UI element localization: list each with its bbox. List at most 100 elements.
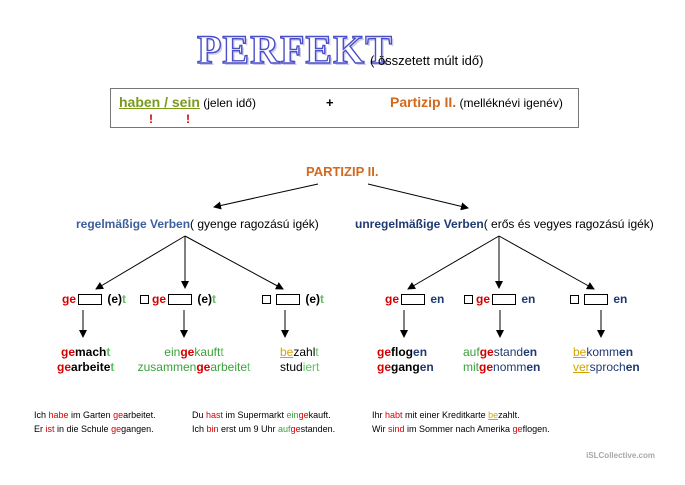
ex-stem: arbeite [210, 360, 248, 374]
irregular-verbs-heading: unregelmäßige Verben( erős és vegyes rag… [355, 217, 654, 231]
s-text: zahlt [498, 410, 518, 420]
pattern-prefix: ge [476, 292, 491, 306]
sentences-col-3: Ihr habt mit einer Kreditkarte bezahlt. … [372, 408, 550, 436]
s-text: standen [300, 424, 333, 434]
page-subtitle: ( összetett múlt idő) [370, 53, 484, 68]
regular-examples-1: gemacht gearbeitet [57, 345, 114, 375]
s-text: arbeitet [123, 410, 154, 420]
page-title: PERFEKT [196, 26, 393, 72]
regular-verbs-note: ( gyenge ragozású igék) [190, 217, 319, 231]
watermark: iSLCollective.com [586, 451, 655, 460]
ex-prefix: ge [377, 345, 392, 359]
example-studiert: studiert [280, 360, 319, 375]
s-aux: sind [388, 424, 405, 434]
s-aux: ist [45, 424, 55, 434]
s-aux: habe [48, 410, 69, 420]
pattern-ending: t [212, 292, 217, 306]
sentence-2: Er ist in die Schule gegangen. [34, 422, 156, 436]
arrow-irr-3 [498, 235, 595, 290]
example-geflogen: geflogen [377, 345, 434, 360]
s-aux: hast [206, 410, 224, 420]
exclamation-mark-2: ! [186, 112, 190, 126]
partizip-label-box: Partizip II. [390, 94, 457, 110]
formula-box [110, 88, 579, 128]
pattern-ending: en [518, 292, 536, 306]
example-bezahlt: bezahlt [280, 345, 319, 360]
formula-plus: + [326, 95, 334, 110]
arrow-reg-1 [95, 235, 186, 290]
s-text: . [153, 410, 156, 420]
s-text: in die Schule [54, 424, 112, 434]
s-text: . [547, 424, 550, 434]
sentence-4: Ich bin erst um 9 Uhr aufgestanden. [192, 422, 335, 436]
pattern-ending: en [427, 292, 445, 306]
pattern-mid: (e) [194, 292, 213, 306]
s-text: kauft [308, 410, 329, 420]
arrow-reg-3 [184, 235, 284, 290]
ex-stem: flog [391, 345, 414, 359]
stem-box [492, 294, 517, 306]
pattern-ending: t [122, 292, 127, 306]
s-separable: ein [286, 410, 299, 420]
ex-ending: en [413, 345, 428, 359]
s-text: Wir [372, 424, 388, 434]
ex-separable: zusammen [137, 360, 197, 374]
prefix-square [570, 295, 579, 305]
regular-examples-3: bezahlt studiert [280, 345, 319, 375]
s-text: mit einer Kreditkarte [402, 410, 489, 420]
s-text: . [332, 424, 336, 434]
ex-prefix: ge [479, 360, 494, 374]
irregular-pattern-3: en [570, 292, 627, 306]
pattern-mid: (e) [104, 292, 123, 306]
ex-separable: ein [164, 345, 181, 359]
s-inseparable: be [488, 410, 499, 420]
regular-verbs-heading: regelmäßige Verben( gyenge ragozású igék… [76, 217, 319, 231]
partizip-heading: PARTIZIP II. [306, 164, 379, 179]
arrow-to-regular [213, 183, 319, 210]
s-aux: habt [385, 410, 403, 420]
arrow-irr-1 [407, 235, 500, 290]
formula-left: haben / sein (jelen idő) [119, 94, 256, 112]
ex-stem: mach [75, 345, 107, 359]
ex-stem: nomm [493, 360, 527, 374]
s-text: Er [34, 424, 46, 434]
haben-sein-label: haben / sein [119, 94, 200, 110]
prefix-square [140, 295, 149, 305]
ex-stem: kauft [194, 345, 221, 359]
example-aufgestanden: aufgestanden [463, 345, 540, 360]
pattern-prefix: ge [62, 292, 77, 306]
sentence-6: Wir sind im Sommer nach Amerika geflogen… [372, 422, 550, 436]
ex-ending: t [110, 360, 115, 374]
s-text: flogen [522, 424, 548, 434]
ex-ending: t [106, 345, 111, 359]
ex-separable: auf [463, 345, 480, 359]
stem-box [168, 294, 193, 306]
s-prefix: ge [111, 424, 122, 434]
pattern-ending: en [610, 292, 628, 306]
regular-verbs-label: regelmäßige Verben [76, 217, 191, 231]
sentences-col-2: Du hast im Supermarkt eingekauft. Ich bi… [192, 408, 335, 436]
s-text: erst um 9 Uhr [218, 424, 279, 434]
s-aux: bin [206, 424, 219, 434]
ex-stem: zahl [293, 345, 316, 359]
ex-inseparable: ver [573, 360, 590, 374]
stem-box [78, 294, 103, 306]
ex-stem: arbeite [71, 360, 111, 374]
irregular-examples-1: geflogen gegangen [377, 345, 434, 375]
partizip-note: (melléknévi igenév) [456, 96, 563, 110]
s-text: . [151, 424, 154, 434]
s-text: im Garten [68, 410, 114, 420]
ex-stem: stud [280, 360, 303, 374]
ex-inseparable: be [573, 345, 587, 359]
s-separable: auf [278, 424, 291, 434]
s-text: gangen [121, 424, 152, 434]
ex-prefix: ge [196, 360, 211, 374]
s-prefix: ge [290, 424, 301, 434]
s-text: im Supermarkt [223, 410, 287, 420]
prefix-square [464, 295, 473, 305]
sentences-col-1: Ich habe im Garten gearbeitet. Er ist in… [34, 408, 156, 436]
ex-ending: en [523, 345, 538, 359]
stem-box [584, 294, 608, 306]
s-text: . [517, 410, 520, 420]
